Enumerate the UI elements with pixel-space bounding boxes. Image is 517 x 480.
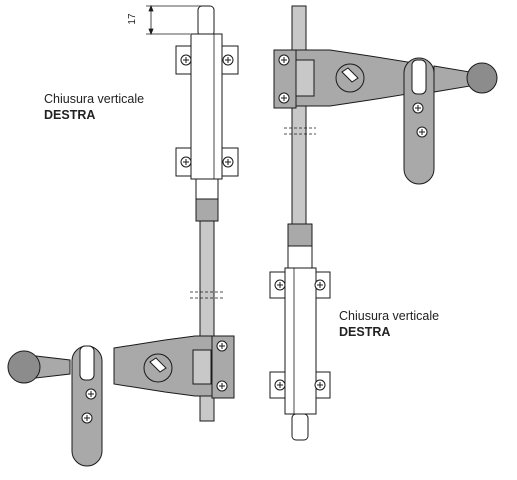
vertical-rod-right-top xyxy=(291,5,307,232)
caption-left-line2: DESTRA xyxy=(44,108,96,122)
dimension-marker xyxy=(146,4,205,36)
handle-mechanism-right xyxy=(273,49,498,185)
caption-right-line1: Chiusura verticale xyxy=(339,309,440,323)
caption-right: Chiusura verticale DESTRA xyxy=(339,308,439,340)
dimension-label: 17 xyxy=(127,13,138,25)
caption-left-line1: Chiusura verticale xyxy=(44,92,145,106)
top-pin xyxy=(197,5,215,37)
caption-right-line2: DESTRA xyxy=(339,325,391,339)
rod-sleeve-right xyxy=(287,245,313,269)
caption-left: Chiusura verticale DESTRA xyxy=(44,91,144,123)
handle-mechanism-left xyxy=(7,335,235,467)
guide-plate-bottom-right xyxy=(269,267,331,415)
rod-sleeve-left xyxy=(195,178,219,200)
rod-collar-right xyxy=(287,223,313,247)
guide-plate-top-left xyxy=(175,33,239,180)
bottom-pin xyxy=(291,413,309,441)
rod-collar-left xyxy=(195,198,219,222)
